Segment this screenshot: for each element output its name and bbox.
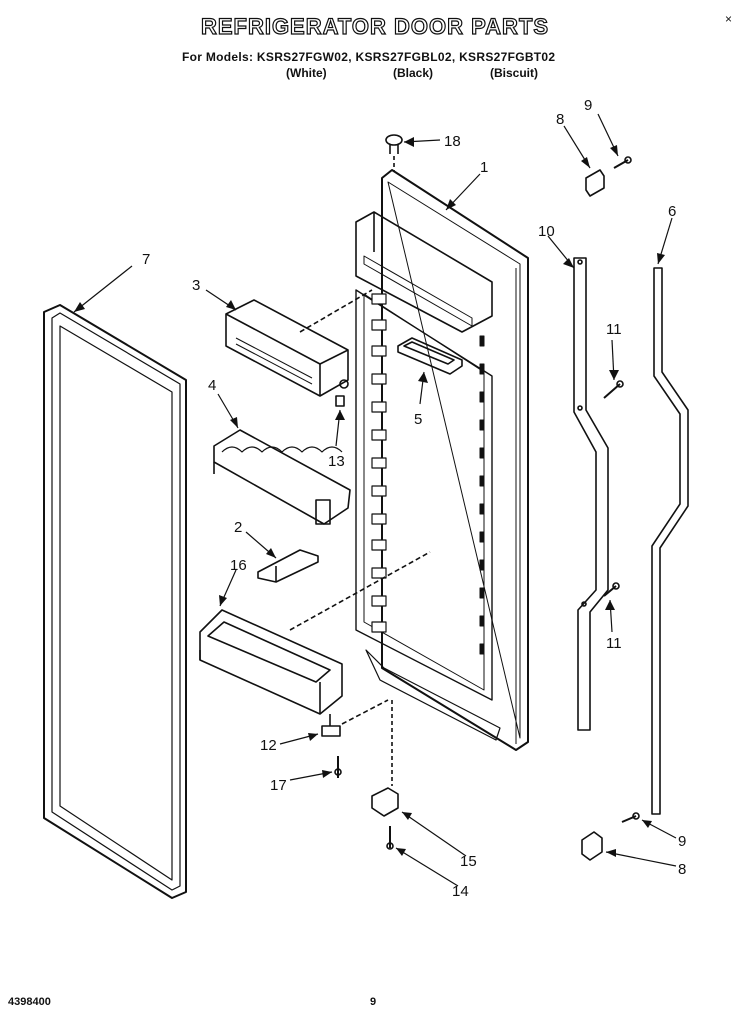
- callout-10: 10: [538, 223, 555, 240]
- part-5-small-bin: [397, 337, 463, 375]
- callout-13: 13: [328, 453, 345, 470]
- callout-4: 4: [208, 377, 216, 394]
- part-2-clip: [257, 549, 319, 583]
- callout-2: 2: [234, 519, 242, 536]
- callout-6: 6: [668, 203, 676, 220]
- callout-7: 7: [142, 251, 150, 268]
- callout-3: 3: [192, 277, 200, 294]
- callout-12: 12: [260, 737, 277, 754]
- model-list: For Models: KSRS27FGW02, KSRS27FGBL02, K…: [182, 50, 556, 64]
- callout-14: 14: [452, 883, 469, 900]
- callout-labels: 18 1 7 3 4 5 13 2 16 12 17 15 14 10 11 1…: [142, 97, 686, 900]
- part-17-screw: [334, 756, 342, 778]
- callout-8-bottom: 8: [678, 861, 686, 878]
- finish-biscuit: (Biscuit): [490, 66, 538, 80]
- callout-16: 16: [230, 557, 247, 574]
- finish-black: (Black): [393, 66, 434, 80]
- callout-11-upper: 11: [606, 321, 622, 338]
- part-10-handle-bracket: [573, 257, 609, 731]
- callout-11-lower: 11: [606, 635, 622, 652]
- callout-1: 1: [480, 159, 488, 176]
- arrowheads: [74, 137, 665, 857]
- part-13-hinge-pin: [335, 379, 349, 407]
- part-18-plug: [385, 134, 403, 172]
- part-16-door-bin: [199, 551, 431, 715]
- part-1-door-panel: [355, 169, 529, 751]
- part-11-screw-lower: [603, 582, 620, 597]
- callout-8-top: 8: [556, 111, 564, 128]
- corner-mark: ×: [724, 12, 732, 26]
- part-12-hinge-bushing: [321, 699, 389, 737]
- part-11-screw-upper: [603, 380, 624, 399]
- diagram-title: REFRIGERATOR DOOR PARTS: [200, 13, 550, 39]
- callout-15: 15: [460, 853, 477, 870]
- part-15-bottom-hinge: [371, 700, 399, 817]
- callout-9-bottom: 9: [678, 833, 686, 850]
- part-9-screw-bottom: [621, 812, 640, 823]
- part-3-dairy-door: [225, 289, 373, 397]
- part-4-egg-bin: [213, 429, 351, 525]
- part-number-footer: 4398400: [8, 996, 51, 1008]
- part-8-end-cap-top: [585, 169, 605, 197]
- diagram-header: REFRIGERATOR DOOR PARTS: [0, 13, 750, 40]
- finish-white: (White): [286, 66, 327, 80]
- page-number: 9: [370, 996, 377, 1008]
- callout-9-top: 9: [584, 97, 592, 114]
- callout-5: 5: [414, 411, 422, 428]
- part-8-end-cap-bottom: [581, 831, 603, 861]
- part-9-screw-top: [613, 156, 632, 169]
- part-14-screw: [386, 826, 394, 850]
- part-7-door-gasket: [43, 304, 187, 899]
- callout-17: 17: [270, 777, 287, 794]
- leader-lines: [73, 113, 677, 887]
- callout-18: 18: [444, 133, 461, 150]
- part-6-handle-trim: [651, 267, 689, 815]
